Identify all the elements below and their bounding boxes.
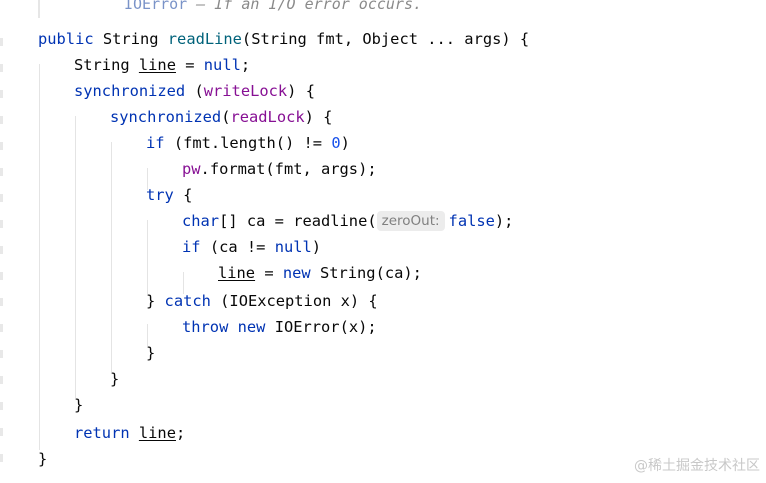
keyword-try: try (146, 186, 174, 204)
keyword-if: if (146, 134, 165, 152)
code-line-return: return line; (74, 424, 186, 442)
indent-guide (39, 64, 40, 450)
gutter-mark (0, 246, 3, 254)
gutter-mark (0, 272, 3, 280)
gutter-mark (0, 116, 3, 124)
variable-line[interactable]: line (218, 264, 256, 282)
code-line-method-signature: public String readLine(String fmt, Objec… (38, 26, 529, 52)
code-line-throw: throw new IOError(x); (182, 314, 377, 340)
keyword-char: char (182, 212, 220, 230)
field-write-lock[interactable]: writeLock (203, 82, 288, 100)
doc-comment-rule (38, 0, 40, 18)
gutter-mark (0, 90, 3, 98)
keyword-if: if (182, 238, 201, 256)
keyword-catch: catch (164, 292, 211, 310)
code-line-catch: } catch (IOException x) { (146, 292, 378, 310)
keyword-throw: throw (182, 318, 229, 336)
keyword-new: new (237, 318, 266, 336)
code-line-if-ca: if (ca != null) (182, 238, 322, 256)
gutter-mark (0, 220, 3, 228)
code-line-close-sync-read: } (110, 370, 120, 388)
keyword-synchronized: synchronized (74, 82, 186, 100)
type-string: String (102, 30, 159, 48)
method-name[interactable]: readLine (167, 30, 242, 48)
parameter-hint: zeroOut: (376, 211, 445, 231)
catch-params: (IOException x) { (210, 292, 378, 310)
code-line-close-try: } (146, 344, 156, 362)
indent-guide (147, 168, 148, 190)
keyword-null: null (203, 56, 241, 74)
code-line-assign-line: line = new String(ca); (218, 264, 422, 282)
doc-comment-link-text[interactable]: IOError (124, 0, 188, 13)
field-pw[interactable]: pw (182, 160, 201, 178)
gutter-mark (0, 38, 3, 46)
code-line-close-method: } (38, 450, 48, 468)
code-line-readline: char[] ca = readline(zeroOut:false); (182, 211, 514, 231)
gutter-mark (0, 454, 3, 462)
code-line-try: try { (146, 186, 193, 204)
gutter-mark (0, 298, 3, 306)
indent-guide (147, 220, 148, 294)
keyword-return: return (74, 424, 130, 442)
keyword-false: false (448, 212, 495, 230)
ca-assign: [] ca = readline( (219, 212, 377, 230)
gutter-mark (0, 402, 3, 410)
gutter-mark (0, 350, 3, 358)
ioerror-new: IOError(x); (265, 318, 377, 336)
gutter-mark (0, 168, 3, 176)
code-line-sync-read: synchronized(readLock) { (110, 108, 333, 126)
gutter-mark (0, 376, 3, 384)
method-params: (String fmt, Object ... args) { (241, 30, 530, 48)
doc-comment-text: – If an I/O error occurs. (187, 0, 423, 13)
indent-guide (111, 142, 112, 372)
watermark: @稀土掘金技术社区 (634, 458, 760, 474)
type-string: String (74, 56, 130, 74)
keyword-null: null (274, 238, 312, 256)
fmt-length-expr: (fmt.length() != (164, 134, 332, 152)
gutter-mark (0, 142, 3, 150)
indent-guide (75, 116, 76, 398)
code-line-if-length: if (fmt.length() != 0) (146, 134, 350, 152)
gutter (0, 0, 6, 483)
new-string-expr: String(ca); (310, 264, 422, 282)
format-call: .format(fmt, args); (200, 160, 377, 178)
gutter-mark (0, 428, 3, 436)
number-zero: 0 (331, 134, 341, 152)
indent-guide (183, 272, 184, 294)
variable-line[interactable]: line (138, 424, 176, 442)
gutter-mark (0, 194, 3, 202)
keyword-synchronized: synchronized (110, 108, 222, 126)
field-read-lock[interactable]: readLock (230, 108, 305, 126)
code-line-sync-write: synchronized (writeLock) { (74, 82, 315, 100)
code-line-declare-line: String line = null; (74, 56, 251, 74)
code-line-close-sync-write: } (74, 396, 84, 414)
ca-check: (ca != (200, 238, 275, 256)
doc-comment-line: IOError – If an I/O error occurs. (124, 0, 422, 16)
keyword-public: public (38, 30, 94, 48)
variable-line[interactable]: line (138, 56, 176, 74)
code-line-pw-format: pw.format(fmt, args); (182, 156, 377, 182)
gutter-mark (0, 324, 3, 332)
keyword-new: new (282, 264, 311, 282)
indent-guide (147, 324, 148, 346)
gutter-mark (0, 64, 3, 72)
